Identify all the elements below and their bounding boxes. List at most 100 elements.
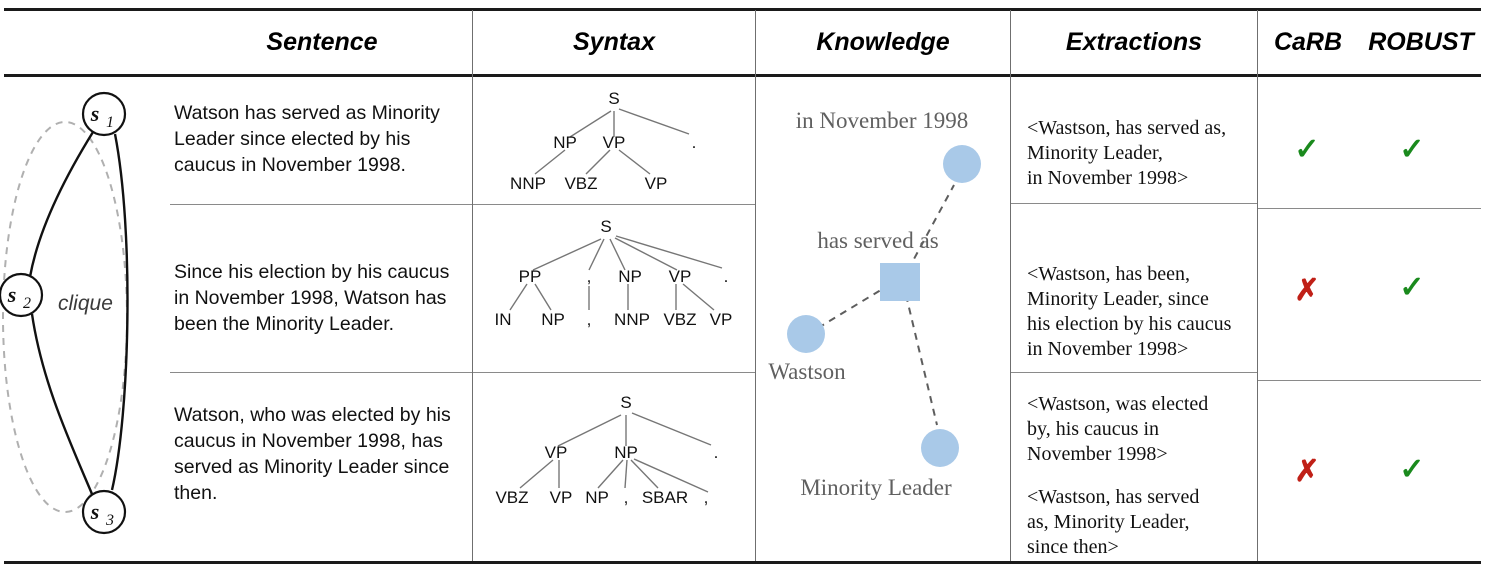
tree-node-l1-2: NP [618,267,642,286]
table-bottom-rule [4,561,1481,564]
header-carb: CaRB [1273,28,1343,56]
clique-node-s3-label: s [90,499,100,524]
carb-mark-row-1: ✓ [1294,133,1320,166]
tree-edge [588,238,605,271]
clique-edge-s1-s3 [110,133,129,491]
col-rule-extract-marks [1257,10,1258,561]
tree-edge [630,459,659,489]
tree-node-l1-0: PP [519,267,542,286]
tree-node-l2-1: NP [541,310,565,329]
row-separator-1-sentence [170,204,472,206]
sentence-row-3: Watson, who was elected by his caucus in… [174,402,474,506]
kg-edge-relation-object [905,294,938,426]
extraction-line: <Wastson, was elected [1027,393,1209,415]
tree-edge [633,458,709,493]
tree-edge [534,149,566,175]
sentence-line: Leader since elected by his [174,128,411,150]
robust-mark-row-2: ✓ [1399,271,1425,304]
row-separator-2-extraction [1011,372,1257,374]
tree-edge [509,283,528,311]
tree-node-l2-0: VBZ [495,488,528,507]
tree-node-l2-0: NNP [510,174,546,193]
clique-edge-s1-s2 [28,131,95,278]
tree-node-root: S [608,89,619,108]
extraction-row-2: <Wastson, has been, Minority Leader, sin… [1027,262,1257,362]
kg-node-subject[interactable] [787,315,825,353]
sentence-row-2: Since his election by his caucus in Nove… [174,259,474,337]
extraction-row-3-block-2: <Wastson, has served as, Minority Leader… [1027,485,1257,560]
sentence-line: Since his election by his caucus [174,261,450,283]
tree-edge [615,235,723,269]
tree-node-l2-1: VBZ [564,174,597,193]
col-rule-syntax-knowledge [755,10,756,561]
kg-node-relation[interactable] [880,263,920,301]
row-separator-2-sentence [170,372,472,374]
sentence-line: Watson, who was elected by his [174,404,451,426]
tree-edge [631,412,712,446]
clique-node-s1[interactable] [81,91,127,137]
sentence-row-1: Watson has served as Minority Leader sin… [174,100,470,178]
sentence-line: served as Minority Leader since [174,456,450,478]
extraction-line: <Wastson, has served as, [1027,117,1227,139]
kg-node-object[interactable] [921,429,959,467]
clique-node-s3-subscript: 3 [105,512,114,529]
kg-edge-relation-time [907,184,955,271]
extraction-line: since then> [1027,536,1119,558]
clique-node-s1-subscript: 1 [106,114,114,131]
header-robust: ROBUST [1368,28,1474,56]
extraction-line: Minority Leader, [1027,142,1163,164]
tree-edge [682,283,715,311]
extraction-line: by, his caucus in [1027,418,1160,440]
kg-node-time[interactable] [943,145,981,183]
tree-node-l1-2: . [692,133,697,152]
extraction-line: <Wastson, has been, [1027,263,1190,285]
tree-node-l2-1: VP [550,488,573,507]
tree-node-l1-1: VP [603,133,626,152]
extraction-line: November 1998> [1027,443,1168,465]
tree-node-l1-4: . [724,267,729,286]
extraction-row-1: <Wastson, has served as, Minority Leader… [1027,116,1255,191]
clique-node-s2-label: s [7,282,17,307]
syntax-tree-row-3: S VP NP . VBZ VP NP , SBAR , [495,393,719,507]
tree-edge [609,238,626,271]
extraction-line: in November 1998> [1027,338,1189,360]
sentence-line: caucus in November 1998, has [174,430,443,452]
tree-edge [569,110,612,138]
tree-edge [618,108,690,135]
extraction-line: in November 1998> [1027,167,1189,189]
table-top-rule [4,8,1481,11]
tree-edge [585,149,611,175]
tree-edge [618,149,651,175]
tree-edge [614,237,678,271]
clique-diagram: s 1 s 2 s 3 clique [0,91,129,535]
tree-edge [519,459,554,489]
tree-node-l2-4: VBZ [663,310,696,329]
extraction-line: as, Minority Leader, [1027,511,1190,533]
clique-node-s3[interactable] [81,489,127,535]
tree-node-l2-2: VP [645,174,668,193]
syntax-tree-row-1: S NP VP . NNP VBZ VP [510,89,697,193]
kg-label-relation: has served as [817,228,938,253]
extraction-row-3-block-1: <Wastson, was elected by, his caucus in … [1027,392,1257,467]
col-rule-sentence-syntax [472,10,473,561]
row-separator-2-syntax [473,372,755,374]
tree-node-l1-0: NP [553,133,577,152]
tree-edge [624,459,628,489]
header-sentence: Sentence [266,28,378,56]
tree-node-l2-3: NNP [614,310,650,329]
tree-node-l2-4: SBAR [642,488,688,507]
clique-node-s2-subscript: 2 [23,295,31,312]
carb-mark-row-3: ✗ [1294,455,1320,488]
extraction-line: his election by his caucus [1027,313,1232,335]
tree-node-l2-5: , [704,488,709,507]
tree-node-l1-2: . [714,443,719,462]
clique-node-s1-label: s [90,101,100,126]
tree-node-l1-1: NP [614,443,638,462]
knowledge-graph: in November 1998 has served as Wastson M… [768,108,981,500]
tree-node-root: S [600,217,611,236]
clique-caption: clique [58,292,113,315]
robust-mark-row-3: ✓ [1399,453,1425,486]
clique-node-s2[interactable] [0,272,44,318]
tree-edge [532,238,602,271]
syntax-tree-row-2: S PP , NP VP . IN NP , NNP VBZ VP [495,217,733,329]
